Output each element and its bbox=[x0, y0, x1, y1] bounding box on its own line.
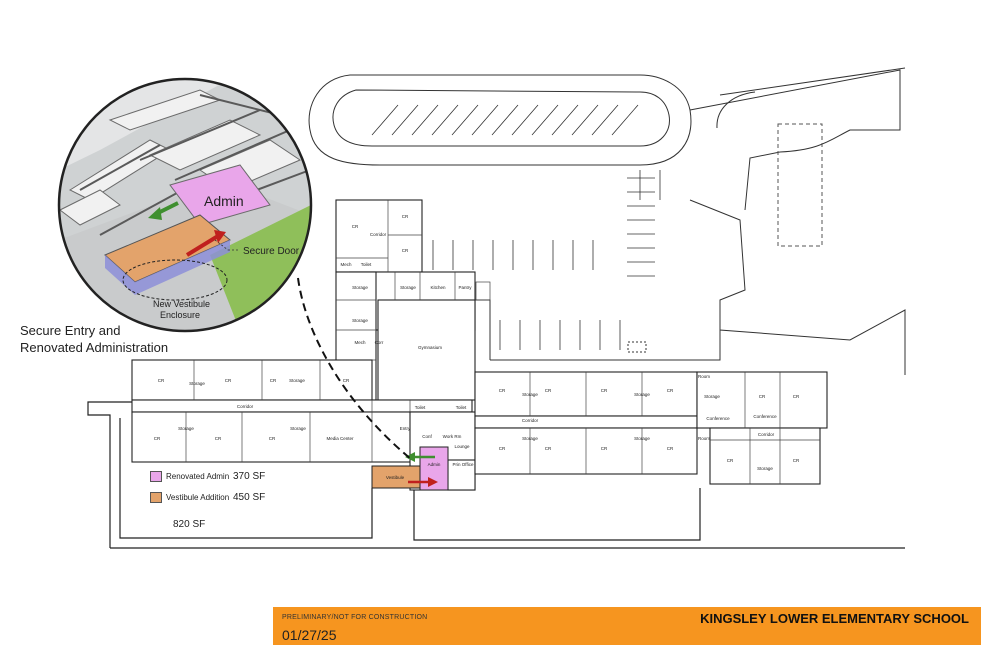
drawing-date: 01/27/25 bbox=[282, 627, 337, 643]
room-label: CR bbox=[793, 458, 800, 463]
callout-leader bbox=[297, 277, 413, 461]
room-label: Work Rm bbox=[443, 434, 462, 439]
legend-admin-swatch bbox=[150, 471, 162, 482]
parking-stripes bbox=[371, 104, 661, 350]
room-label: Prin Office bbox=[453, 462, 474, 467]
room-label: Pantry bbox=[458, 285, 472, 290]
room-label: CR bbox=[499, 446, 506, 451]
room-label: Storage bbox=[634, 436, 650, 441]
room-label: CR bbox=[793, 394, 800, 399]
room-label: CR bbox=[270, 378, 277, 383]
dumpster-pad bbox=[627, 341, 647, 353]
room-label: Mech bbox=[340, 262, 352, 267]
legend-vestibule-sf: 450 SF bbox=[233, 492, 266, 503]
room-label: Room bbox=[698, 374, 710, 379]
room-label: CR bbox=[215, 436, 222, 441]
room-label: Entry bbox=[400, 426, 411, 431]
room-label: CR bbox=[225, 378, 232, 383]
inset-vestibule-label-1: New Vestibule bbox=[153, 299, 210, 309]
room-label: Storage bbox=[178, 426, 194, 431]
room-label: Conference bbox=[753, 414, 777, 419]
inset-admin-label: Admin bbox=[204, 193, 244, 209]
inset-admin-room bbox=[169, 164, 271, 226]
legend-total-sf: 820 SF bbox=[173, 519, 206, 530]
room-label: Storage bbox=[289, 378, 305, 383]
school-name: KINGSLEY LOWER ELEMENTARY SCHOOL bbox=[700, 611, 969, 626]
exit-arrow bbox=[405, 452, 435, 462]
room-label: Toilet bbox=[361, 262, 372, 267]
east-wing bbox=[474, 371, 828, 485]
room-label: CR bbox=[667, 388, 674, 393]
title-block: PRELIMINARY/NOT FOR CONSTRUCTION 01/27/2… bbox=[273, 607, 981, 645]
parking-lot bbox=[308, 67, 906, 375]
room-label: CR bbox=[343, 378, 350, 383]
legend-admin-label: Renovated Admin bbox=[166, 472, 230, 481]
room-label: CR bbox=[154, 436, 161, 441]
future-building-outline bbox=[777, 123, 823, 247]
room-label: CR bbox=[402, 214, 409, 219]
room-label: CR bbox=[352, 224, 359, 229]
caption-line-1: Secure Entry and bbox=[20, 323, 121, 338]
room-label: Gymnasium bbox=[418, 345, 442, 350]
room-label: CR bbox=[601, 446, 608, 451]
room-label: Admin bbox=[428, 462, 441, 467]
room-label: Corridor bbox=[370, 232, 387, 237]
room-label: Storage bbox=[352, 285, 368, 290]
room-label: Storage bbox=[352, 318, 368, 323]
room-label: CR bbox=[601, 388, 608, 393]
room-label: Storage bbox=[290, 426, 306, 431]
room-label: CR bbox=[269, 436, 276, 441]
room-label: Kitchen bbox=[430, 285, 446, 290]
inset-frame bbox=[57, 77, 313, 333]
room-label: Storage bbox=[757, 466, 773, 471]
room-label: Storage bbox=[400, 285, 416, 290]
plan-caption: Secure Entry and Renovated Administratio… bbox=[20, 322, 168, 356]
room-label: CR bbox=[158, 378, 165, 383]
legend-admin-sf: 370 SF bbox=[233, 471, 266, 482]
room-label: Corridor bbox=[758, 432, 775, 437]
room-label: Conference bbox=[706, 416, 730, 421]
east-wing-walls bbox=[529, 372, 820, 484]
room-label: Lounge bbox=[454, 444, 470, 449]
site-boundary bbox=[87, 401, 905, 549]
room-label: Toilet bbox=[456, 405, 467, 410]
room-label: Media Center bbox=[326, 436, 354, 441]
entry-arrow bbox=[408, 477, 438, 487]
room-labels: CR CR CR Corridor Mech Toilet Storage St… bbox=[154, 214, 800, 480]
room-label: Storage bbox=[704, 394, 720, 399]
room-label: Corr bbox=[375, 340, 384, 345]
caption-line-2: Renovated Administration bbox=[20, 340, 169, 355]
room-label: CR bbox=[499, 388, 506, 393]
room-label: Vestibule bbox=[386, 475, 405, 480]
legend-vestibule-label: Vestibule Addition bbox=[166, 493, 230, 502]
inset-rendering bbox=[59, 79, 311, 331]
legend-vestibule-swatch bbox=[150, 492, 162, 503]
room-label: Mech bbox=[354, 340, 366, 345]
room-label: Storage bbox=[522, 436, 538, 441]
room-label: Room bbox=[698, 436, 710, 441]
room-label: Storage bbox=[522, 392, 538, 397]
room-label: CR bbox=[545, 446, 552, 451]
room-label: Conf bbox=[422, 434, 432, 439]
room-label: CR bbox=[727, 458, 734, 463]
inset-secure-door-label: Secure Door bbox=[243, 246, 300, 257]
room-label: Toilet bbox=[415, 405, 426, 410]
room-label: CR bbox=[667, 446, 674, 451]
room-label: CR bbox=[545, 388, 552, 393]
room-label: Storage bbox=[634, 392, 650, 397]
inset-vestibule-label-2: Enclosure bbox=[160, 310, 200, 320]
status-text: PRELIMINARY/NOT FOR CONSTRUCTION bbox=[282, 614, 428, 621]
room-label: CR bbox=[402, 248, 409, 253]
room-label: Corridor bbox=[522, 418, 539, 423]
room-label: Corridor bbox=[237, 404, 254, 409]
south-wall bbox=[119, 418, 701, 541]
room-label: Storage bbox=[189, 381, 205, 386]
room-label: CR bbox=[759, 394, 766, 399]
